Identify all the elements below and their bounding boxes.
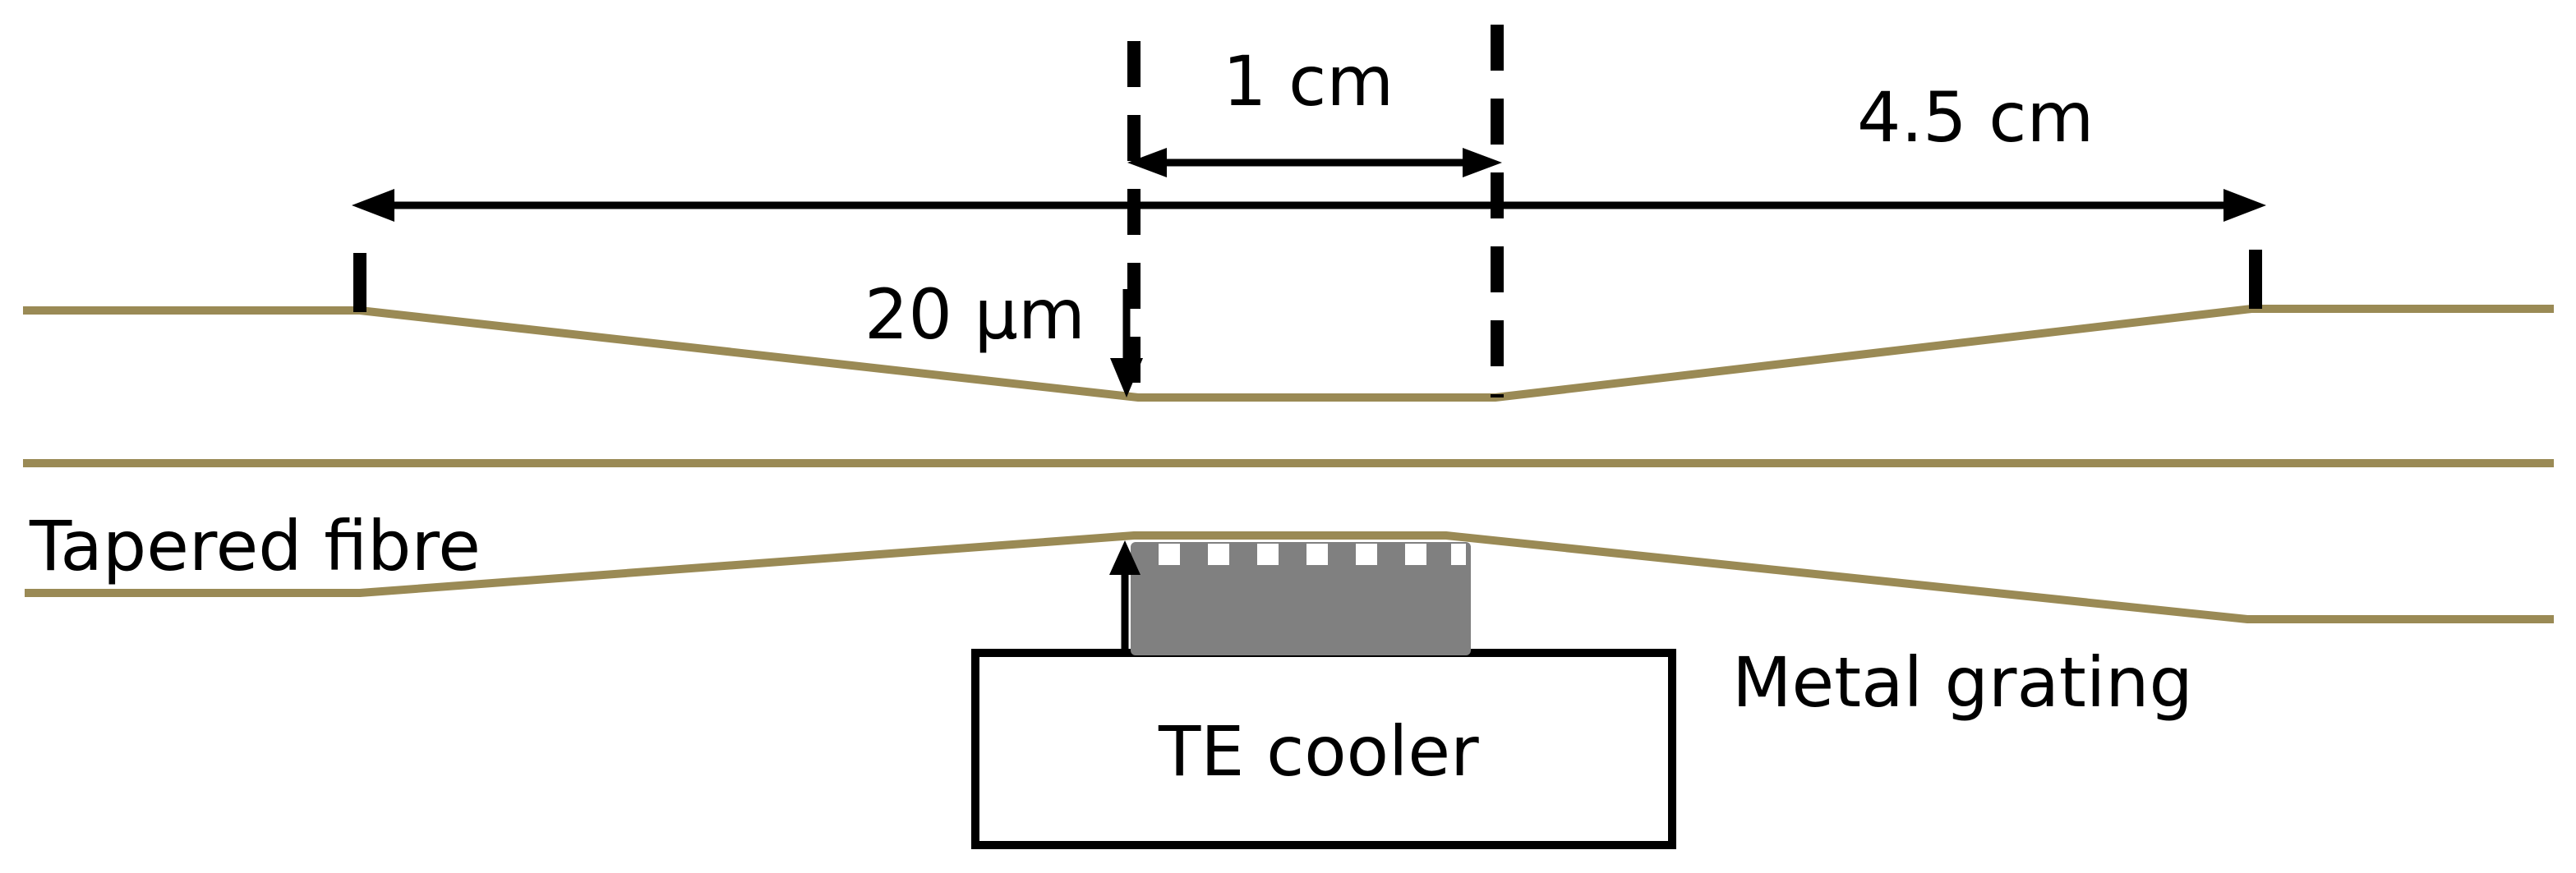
metal-grating-slots bbox=[1159, 544, 1466, 565]
waist-diameter-arrowhead bbox=[1110, 358, 1143, 397]
grating-slot bbox=[1208, 544, 1229, 565]
grating-slot bbox=[1257, 544, 1279, 565]
grating-slot bbox=[1356, 544, 1377, 565]
label-metal-grating: Metal grating bbox=[1732, 642, 2193, 723]
label-4-5cm: 4.5 cm bbox=[1857, 77, 2094, 158]
grating-contact-arrowhead bbox=[1109, 540, 1141, 575]
label-20um: 20 µm bbox=[864, 274, 1085, 355]
dimension-4-5cm-right-arrowhead bbox=[2223, 189, 2266, 222]
fibre-lower-edge bbox=[25, 531, 2554, 623]
label-1cm: 1 cm bbox=[1223, 41, 1394, 122]
grating-slot bbox=[1405, 544, 1426, 565]
dimension-1cm-right-arrowhead bbox=[1463, 148, 1502, 177]
metal-grating-block bbox=[1131, 542, 1471, 655]
dimension-4-5cm-left-arrowhead bbox=[352, 189, 394, 222]
grating-slot bbox=[1306, 544, 1328, 565]
label-te-cooler: TE cooler bbox=[1158, 711, 1479, 792]
label-tapered-fibre: Tapered fibre bbox=[29, 506, 481, 586]
grating-slot bbox=[1159, 544, 1180, 565]
te-cooler-box bbox=[971, 649, 1676, 849]
dimension-1cm-left-arrowhead bbox=[1127, 148, 1167, 177]
fibre-upper-edge bbox=[23, 305, 2554, 402]
grating-slot bbox=[1451, 544, 1466, 565]
